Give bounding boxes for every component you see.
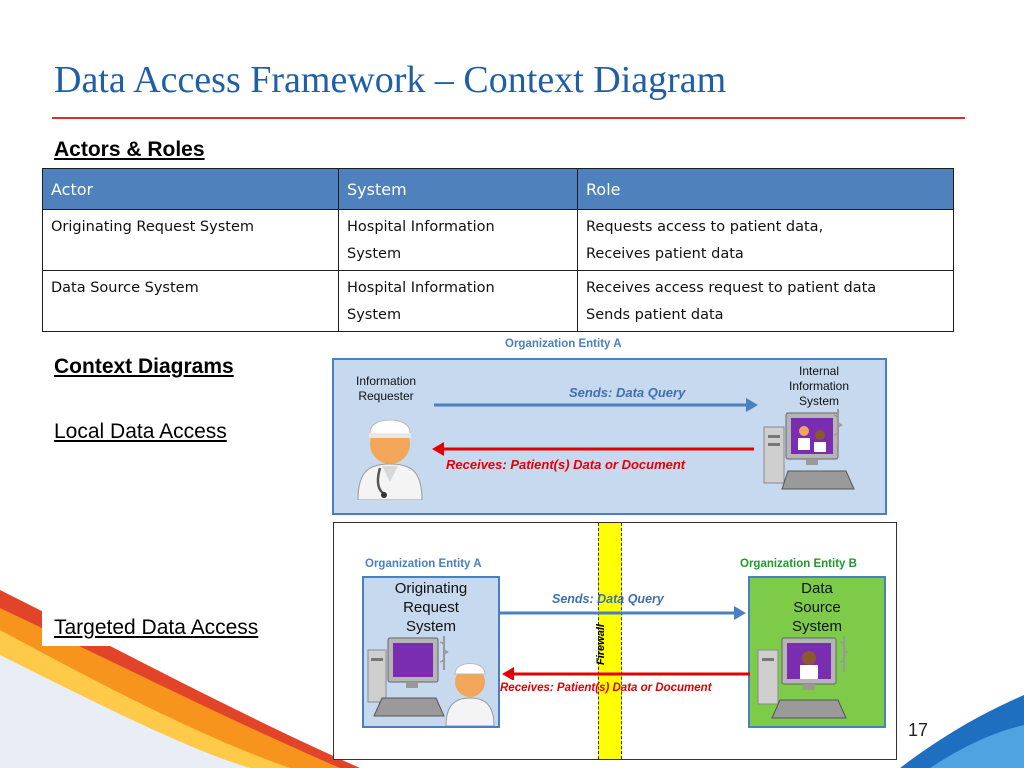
send-arrow-head [746, 398, 758, 412]
targeted-label-backdrop [42, 606, 302, 646]
targeted-data-access-label: Targeted Data Access [54, 616, 259, 639]
computer-icon [757, 636, 849, 719]
diagram1-org-caption: Organization Entity A [505, 338, 622, 350]
background-swoosh [0, 590, 1024, 768]
receive-arrow-head [502, 667, 514, 680]
title-line: System [791, 618, 842, 635]
title-line: Data [801, 580, 833, 597]
diagram1-send-label: Sends: Data Query [569, 385, 686, 400]
diagram2-arrows [500, 606, 750, 680]
column-header-actor: Actor [42, 168, 339, 210]
computer-doctor-icon [367, 636, 495, 726]
label-line: Requester [358, 389, 414, 403]
label-line: System [798, 394, 839, 408]
label-line: Information [355, 374, 417, 388]
column-header-system: System [338, 168, 578, 210]
system-line: Hospital Information [347, 280, 495, 296]
title-line: Source [793, 599, 841, 616]
diagram2-send-label: Sends: Data Query [552, 592, 664, 606]
title-line: Originating [394, 580, 468, 597]
orgB-caption: Organization Entity B [740, 558, 857, 570]
column-header-role: Role [577, 168, 954, 210]
computer-icon [763, 409, 855, 490]
page-number: 17 [908, 720, 929, 740]
role-line: Sends patient data [586, 307, 724, 323]
label-line: Information [788, 379, 850, 393]
actor-cell: Originating Request System [42, 209, 339, 271]
system-line: System [347, 246, 402, 262]
title-divider [52, 117, 965, 119]
system-line: System [347, 307, 402, 323]
actors-roles-table: Actor System Role Originating Request Sy… [42, 168, 954, 332]
diagram1-receive-label: Receives: Patient(s) Data or Document [446, 457, 686, 472]
title-line: Request [403, 599, 459, 616]
table-row: Originating Request System Hospital Info… [42, 209, 954, 271]
doctor-icon [357, 419, 423, 500]
actor-cell: Data Source System [42, 270, 339, 332]
context-diagrams-heading: Context Diagrams [54, 355, 234, 378]
firewall-band [598, 523, 622, 759]
internal-system-label: Internal Information System [774, 364, 864, 409]
diagram1-arrows [432, 398, 758, 456]
local-data-access-label: Local Data Access [54, 420, 227, 443]
table-header-row: Actor System Role [42, 168, 954, 210]
data-source-system-title: Data Source System [750, 579, 884, 636]
system-line: Hospital Information [347, 219, 495, 235]
page-title: Data Access Framework – Context Diagram [54, 59, 727, 101]
send-arrow-head [734, 606, 746, 620]
role-cell: Requests access to patient data, Receives… [577, 209, 954, 271]
information-requester-label: Information Requester [346, 374, 426, 404]
orgA-caption: Organization Entity A [365, 558, 482, 570]
title-line: System [405, 618, 456, 635]
diagram2-receive-label: Receives: Patient(s) Data or Document [500, 682, 712, 694]
receive-arrow-head [432, 442, 444, 456]
label-line: Internal [798, 364, 840, 378]
originating-system-title: Originating Request System [364, 579, 498, 636]
role-line: Receives access request to patient data [586, 280, 877, 296]
actors-roles-heading: Actors & Roles [54, 138, 205, 161]
role-line: Requests access to patient data, [586, 219, 824, 235]
role-line: Receives patient data [586, 246, 744, 262]
